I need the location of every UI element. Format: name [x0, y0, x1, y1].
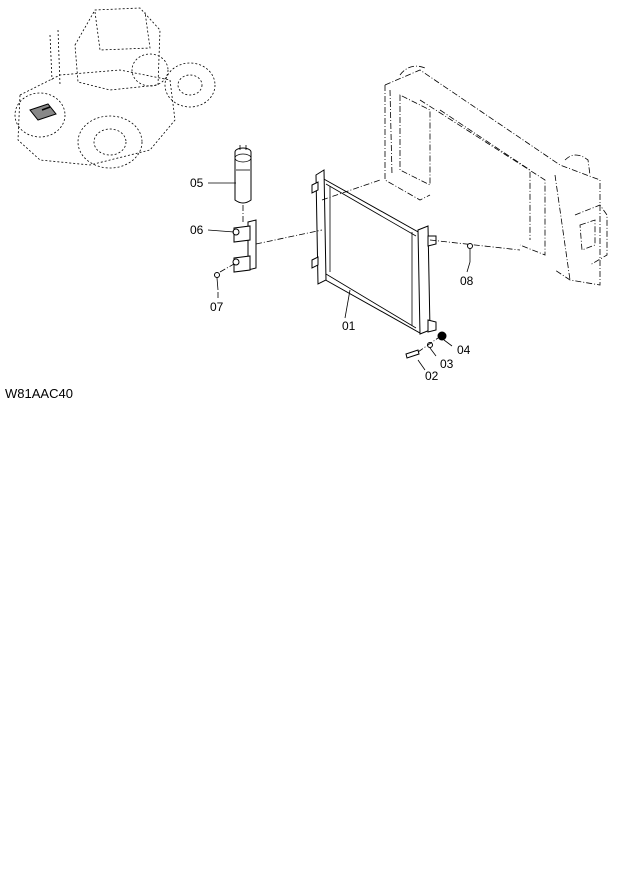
machine-locator-illustration — [14, 7, 216, 169]
callout-08: 08 — [460, 274, 474, 288]
figure-code: W81AAC40 — [5, 386, 73, 401]
grommet-04 — [437, 331, 447, 341]
guide-line-condenser-frame — [321, 179, 381, 201]
fastener-set — [405, 331, 447, 359]
condenser-assembly — [311, 169, 437, 335]
callout-01: 01 — [342, 319, 356, 333]
callout-05: 05 — [190, 176, 204, 190]
bolt-02 — [405, 349, 420, 359]
drier-bracket — [232, 219, 257, 273]
callout-03: 03 — [440, 357, 454, 371]
guide-line-condenser-right — [429, 239, 521, 251]
callout-07: 07 — [210, 300, 224, 314]
bolt-07 — [214, 272, 220, 291]
radiator-frame — [384, 65, 608, 286]
guide-line-bracket-condenser — [255, 229, 323, 245]
radiator-location-highlight — [29, 103, 57, 121]
callout-06: 06 — [190, 223, 204, 237]
receiver-drier — [234, 145, 252, 204]
leader-lines — [207, 182, 471, 371]
callout-02: 02 — [425, 369, 439, 383]
callout-04: 04 — [457, 343, 471, 357]
guide-line-bolt-bracket — [219, 263, 235, 273]
bolt-08 — [467, 243, 473, 262]
